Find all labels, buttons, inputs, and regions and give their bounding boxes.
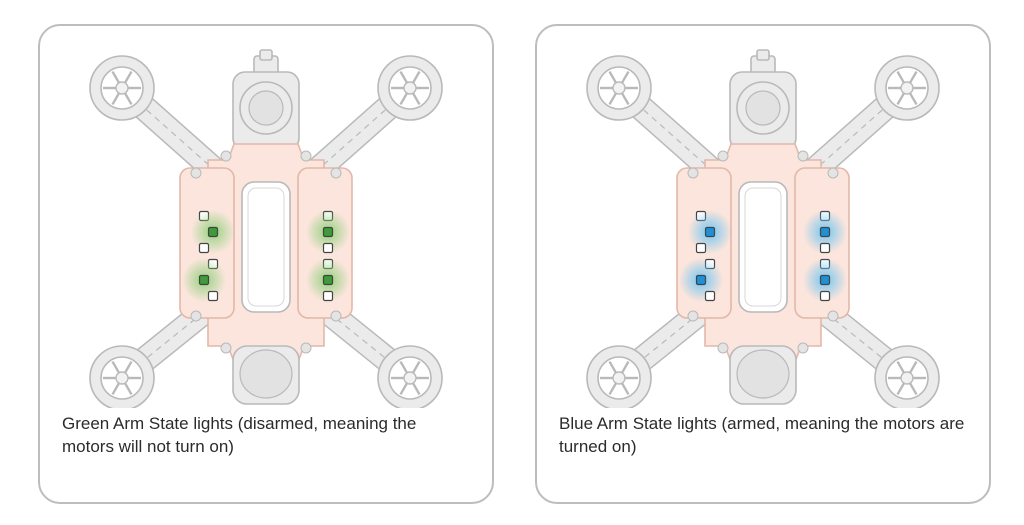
screw-1 (827, 167, 839, 179)
screw-6 (220, 342, 232, 354)
right-led-5 (322, 290, 334, 302)
motor-1 (874, 55, 940, 121)
screw-0 (190, 167, 202, 179)
battery-bay (738, 181, 788, 313)
left-led-2 (695, 242, 707, 254)
disarmed-panel: Green Arm State lights (disarmed, meanin… (38, 24, 494, 504)
left-led-2 (198, 242, 210, 254)
screw-2 (687, 310, 699, 322)
screw-5 (300, 150, 312, 162)
right-led-4 (819, 274, 831, 286)
motor-3 (377, 345, 443, 408)
motor-1 (377, 55, 443, 121)
armed-caption: Blue Arm State lights (armed, meaning th… (559, 414, 965, 456)
drone-illustration-disarmed (89, 49, 443, 408)
right-led-4 (322, 274, 334, 286)
disarmed-caption: Green Arm State lights (disarmed, meanin… (62, 414, 417, 456)
screw-7 (300, 342, 312, 354)
armed-panel: Blue Arm State lights (armed, meaning th… (535, 24, 991, 504)
screw-7 (797, 342, 809, 354)
screw-3 (330, 310, 342, 322)
motor-2 (89, 345, 155, 408)
left-led-4 (198, 274, 210, 286)
motor-0 (586, 55, 652, 121)
screw-1 (330, 167, 342, 179)
right-led-1 (819, 226, 831, 238)
left-led-4 (695, 274, 707, 286)
screw-4 (220, 150, 232, 162)
left-led-1 (704, 226, 716, 238)
screw-2 (190, 310, 202, 322)
right-led-2 (819, 242, 831, 254)
motor-3 (874, 345, 940, 408)
drone-illustration-armed (586, 49, 940, 408)
left-led-5 (207, 290, 219, 302)
right-led-2 (322, 242, 334, 254)
screw-4 (717, 150, 729, 162)
screw-3 (827, 310, 839, 322)
battery-bay (241, 181, 291, 313)
screw-5 (797, 150, 809, 162)
screw-6 (717, 342, 729, 354)
motor-2 (586, 345, 652, 408)
motor-0 (89, 55, 155, 121)
right-led-1 (322, 226, 334, 238)
left-led-5 (704, 290, 716, 302)
right-led-5 (819, 290, 831, 302)
screw-0 (687, 167, 699, 179)
left-led-1 (207, 226, 219, 238)
